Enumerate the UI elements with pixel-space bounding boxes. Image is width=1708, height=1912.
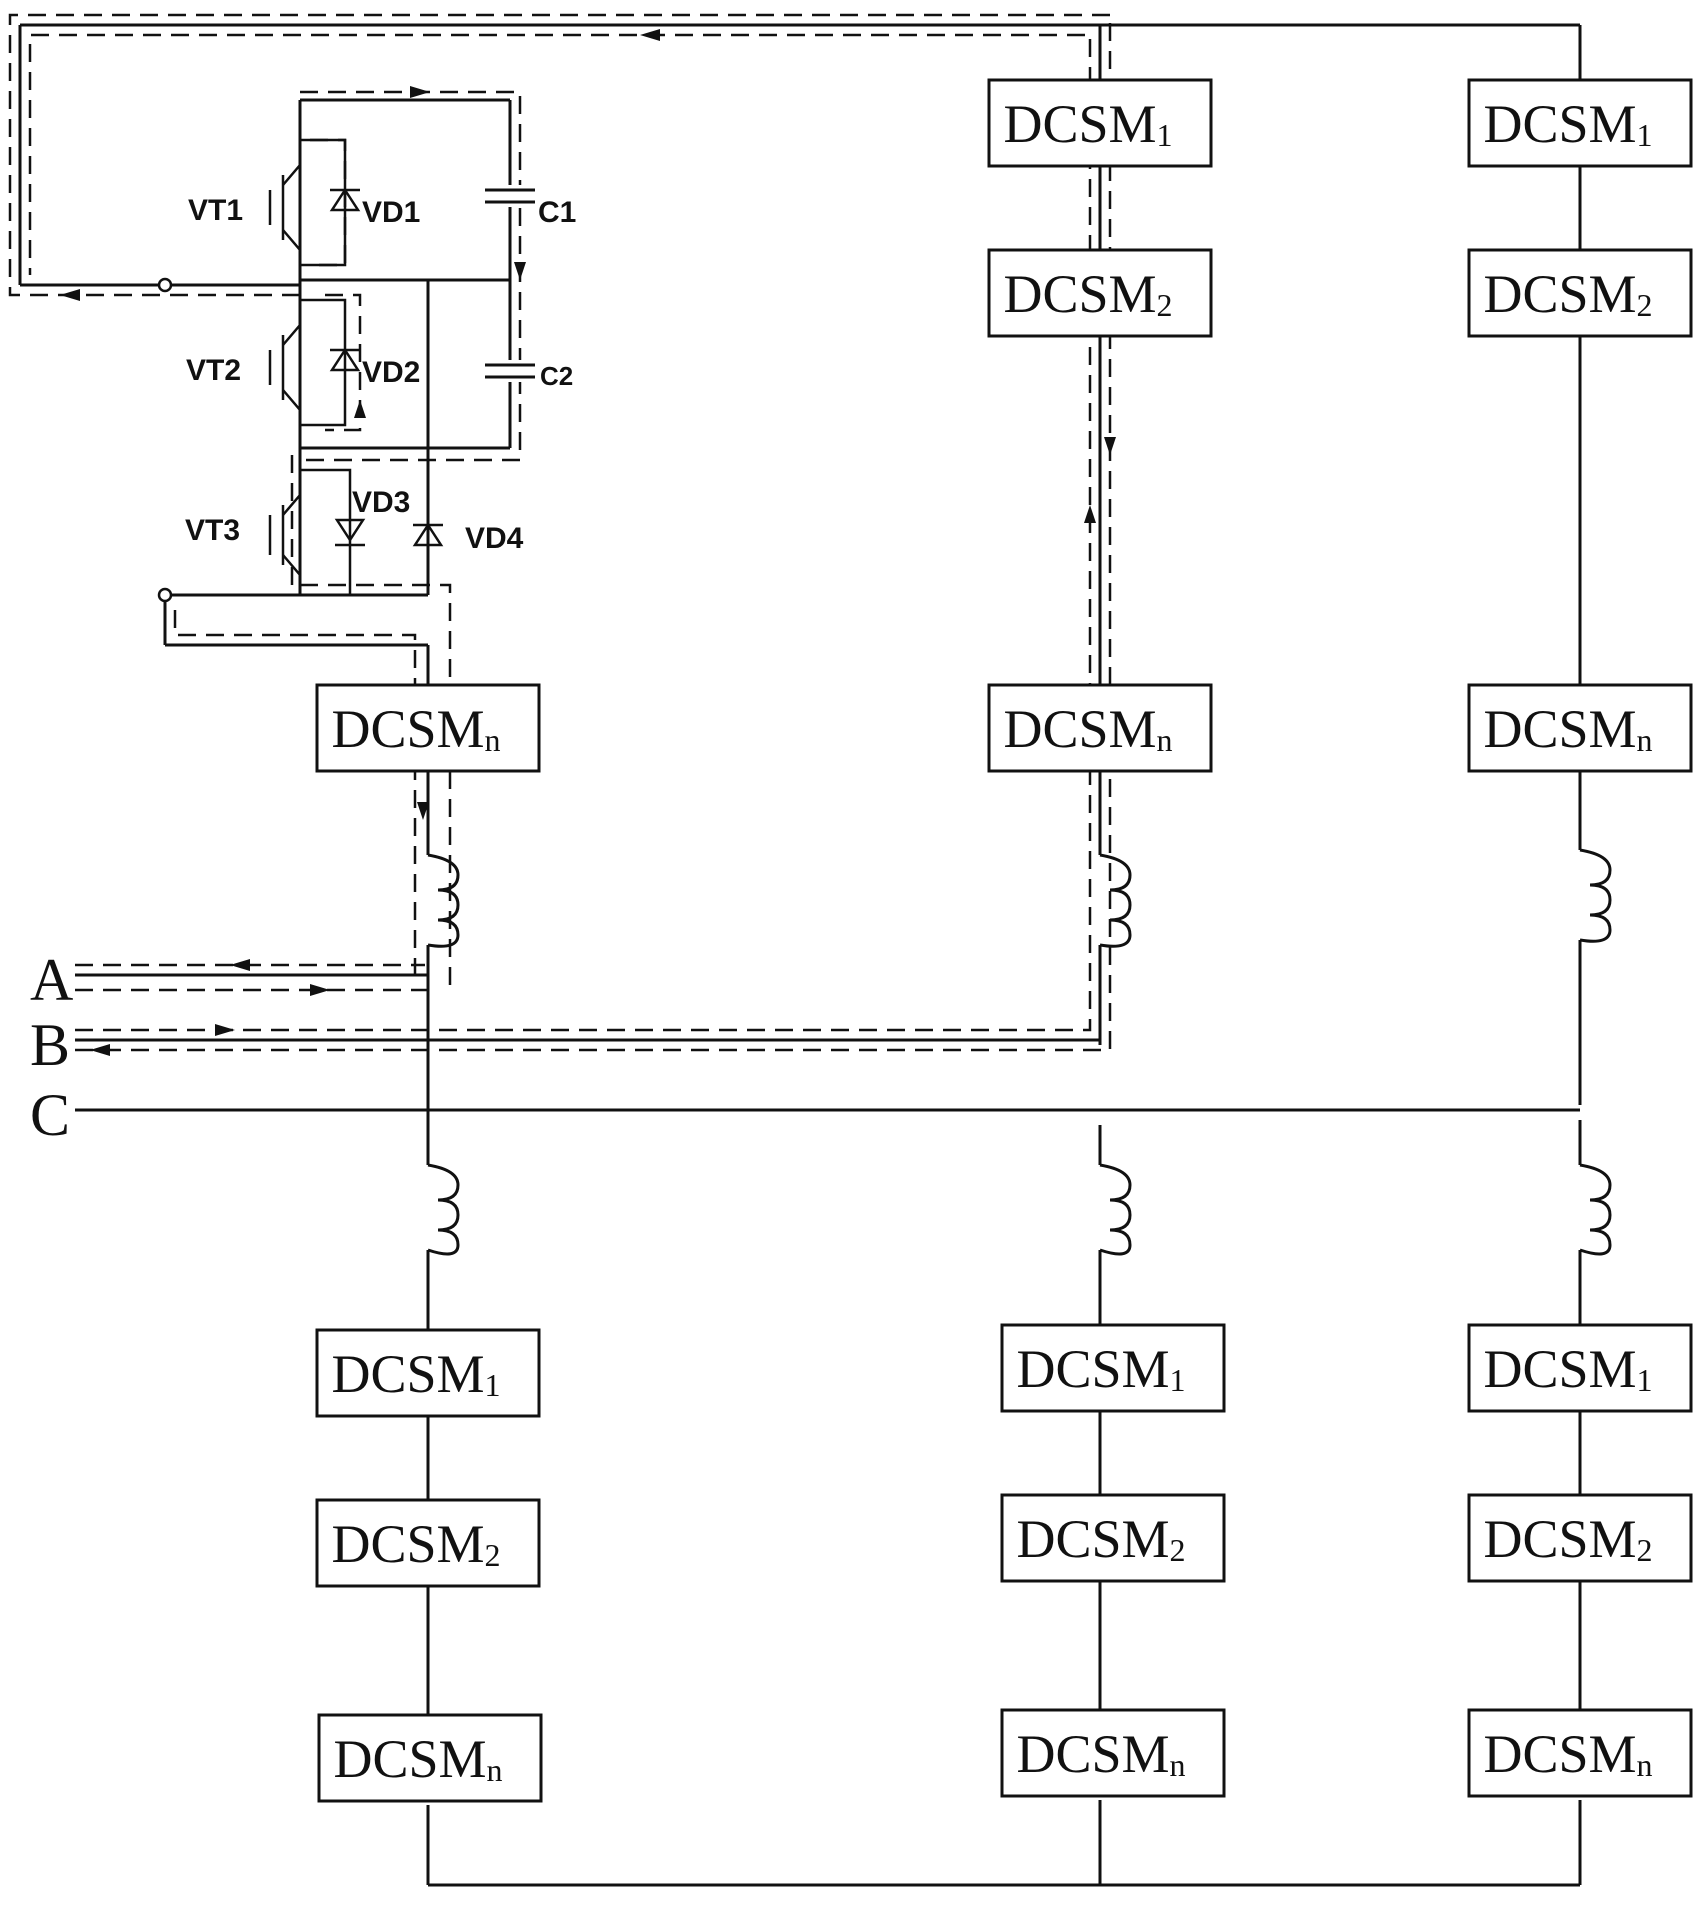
dcsm-box bbox=[1467, 1493, 1693, 1583]
dcsm-2-lower-c: DCSM2 bbox=[1467, 1493, 1693, 1583]
diode-vd4-icon bbox=[412, 522, 444, 547]
dcsm-box bbox=[1467, 248, 1693, 338]
dcsm-label: DCSMn bbox=[331, 699, 500, 759]
igbt-vt3-icon bbox=[268, 468, 352, 595]
dcsm-box bbox=[315, 683, 541, 773]
dcsm-label: DCSM1 bbox=[1483, 94, 1652, 154]
dcsm-1-lower-a: DCSM1 bbox=[315, 1328, 541, 1418]
dcsm-box bbox=[1467, 78, 1693, 168]
inductors bbox=[427, 848, 1612, 1256]
dcsm-label: DCSM2 bbox=[1003, 264, 1172, 324]
main-wiring bbox=[18, 23, 1582, 1887]
dcsm-label: DCSM1 bbox=[1016, 1339, 1185, 1399]
direction-arrows bbox=[60, 29, 1116, 1056]
dcsm-label: DCSMn bbox=[1483, 1724, 1652, 1784]
submodule-detail: VT1 VD1 VT2 VD2 VT3 VD3 VD4 C1 C2 bbox=[157, 100, 576, 603]
igbt-vt2-icon bbox=[268, 290, 347, 448]
terminal-top-icon bbox=[157, 277, 173, 293]
dcsm-label: DCSM2 bbox=[1483, 1509, 1652, 1569]
dcsm-2-upper-b: DCSM2 bbox=[987, 248, 1213, 338]
dcsm-1-lower-c: DCSM1 bbox=[1467, 1323, 1693, 1413]
inductor-upper-a-icon bbox=[427, 853, 460, 948]
dcsm-label: DCSMn bbox=[1016, 1724, 1185, 1784]
label-vd1: VD1 bbox=[362, 196, 420, 229]
phase-label-a: A bbox=[30, 947, 73, 1013]
label-c2: C2 bbox=[540, 361, 573, 391]
terminal-bottom-icon bbox=[157, 587, 173, 603]
dcsm-box bbox=[315, 1328, 541, 1418]
dcsm-1-lower-b: DCSM1 bbox=[1000, 1323, 1226, 1413]
dcsm-box bbox=[317, 1713, 543, 1803]
dcsm-box bbox=[315, 1498, 541, 1588]
dcsm-2-lower-b: DCSM2 bbox=[1000, 1493, 1226, 1583]
dcsm-box bbox=[1467, 1323, 1693, 1413]
diode-vd1-icon bbox=[329, 187, 361, 212]
dcsm-label: DCSM2 bbox=[331, 1514, 500, 1574]
dcsm-box bbox=[1000, 1493, 1226, 1583]
phase-label-b: B bbox=[30, 1012, 70, 1078]
dcsm-box bbox=[1000, 1323, 1226, 1413]
dcsm-label: DCSMn bbox=[333, 1729, 502, 1789]
phase-labels: A B C bbox=[30, 947, 73, 1148]
dcsm-box bbox=[987, 248, 1213, 338]
dcsm-label: DCSMn bbox=[1003, 699, 1172, 759]
dcsm-n-upper-a: DCSMn bbox=[315, 683, 541, 773]
label-vd2: VD2 bbox=[362, 356, 420, 389]
inductor-upper-c-icon bbox=[1579, 848, 1612, 943]
dcsm-label: DCSM2 bbox=[1016, 1509, 1185, 1569]
dcsm-n-upper-b: DCSMn bbox=[987, 683, 1213, 773]
diode-vd3-icon bbox=[334, 518, 366, 547]
inductor-lower-a-icon bbox=[427, 1163, 460, 1256]
inductor-lower-b-icon bbox=[1099, 1163, 1132, 1256]
inductor-upper-b-icon bbox=[1099, 853, 1132, 948]
dcsm-label: DCSMn bbox=[1483, 699, 1652, 759]
label-vd3: VD3 bbox=[352, 486, 410, 519]
dcsm-1-upper-b: DCSM1 bbox=[987, 78, 1213, 168]
label-vt2: VT2 bbox=[186, 354, 241, 387]
dcsm-2-upper-c: DCSM2 bbox=[1467, 248, 1693, 338]
dcsm-box bbox=[987, 683, 1213, 773]
current-paths bbox=[8, 13, 1112, 1052]
dcsm-label: DCSM1 bbox=[331, 1344, 500, 1404]
dcsm-box bbox=[1467, 683, 1693, 773]
label-vd4: VD4 bbox=[465, 522, 524, 555]
dcsm-box bbox=[987, 78, 1213, 168]
dcsm-n-lower-b: DCSMn bbox=[1000, 1708, 1226, 1798]
dcsm-n-lower-c: DCSMn bbox=[1467, 1708, 1693, 1798]
dcsm-box bbox=[1000, 1708, 1226, 1798]
dcsm-label: DCSM2 bbox=[1483, 264, 1652, 324]
diode-vd2-icon bbox=[329, 347, 361, 372]
dcsm-label: DCSM1 bbox=[1483, 1339, 1652, 1399]
capacitor-c1-icon bbox=[485, 185, 535, 207]
dcsm-1-upper-c: DCSM1 bbox=[1467, 78, 1693, 168]
inductor-lower-c-icon bbox=[1579, 1163, 1612, 1256]
label-vt3: VT3 bbox=[185, 514, 240, 547]
dcsm-label: DCSM1 bbox=[1003, 94, 1172, 154]
dcsm-n-lower-a: DCSMn bbox=[317, 1713, 543, 1803]
dcsm-2-lower-a: DCSM2 bbox=[315, 1498, 541, 1588]
label-c1: C1 bbox=[538, 196, 576, 229]
phase-label-c: C bbox=[30, 1082, 70, 1148]
igbt-vt1-icon bbox=[268, 100, 347, 280]
dcsm-n-upper-c: DCSMn bbox=[1467, 683, 1693, 773]
dcsm-box bbox=[1467, 1708, 1693, 1798]
capacitor-c2-icon bbox=[485, 360, 535, 382]
label-vt1: VT1 bbox=[188, 194, 243, 227]
